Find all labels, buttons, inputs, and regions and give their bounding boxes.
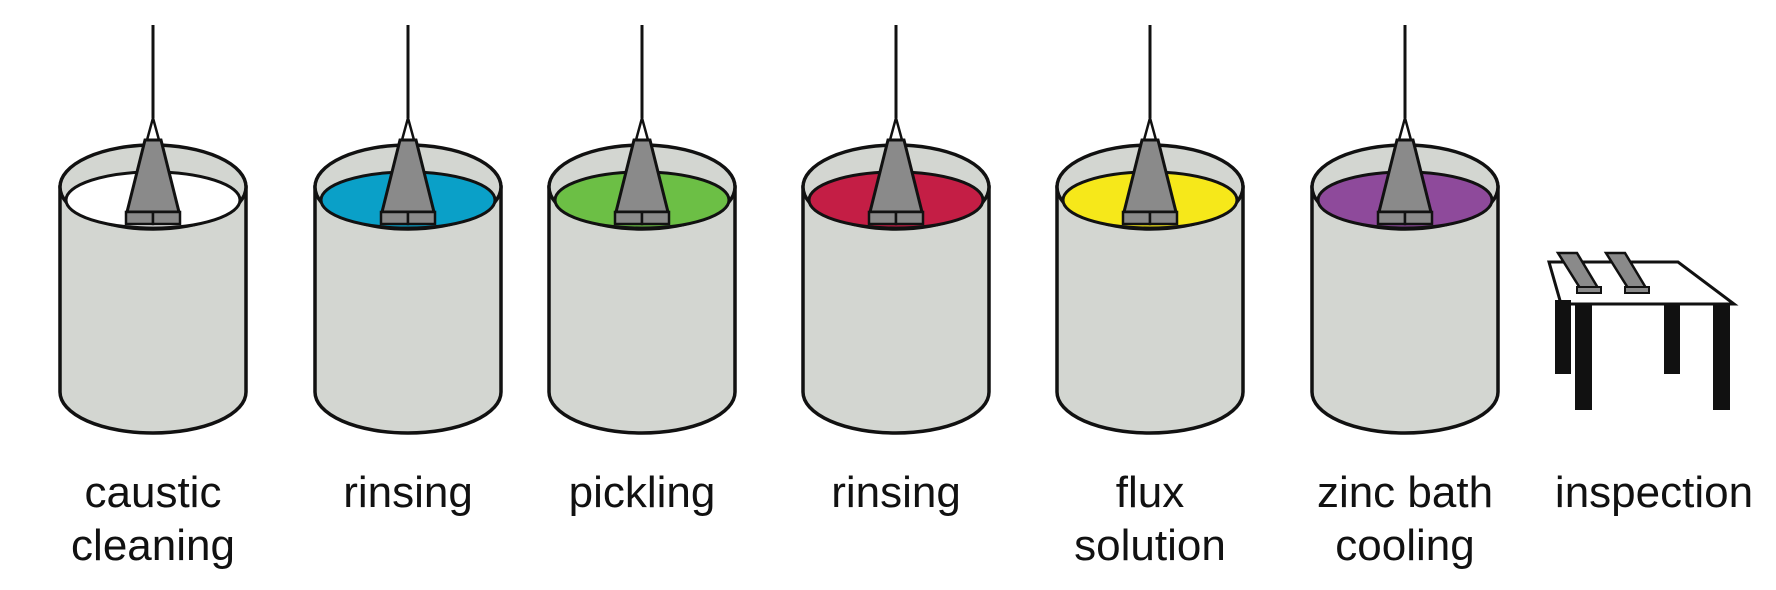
stage-label: rinsing [831, 468, 961, 517]
part-base [867, 210, 898, 226]
label-line: rinsing [343, 468, 473, 517]
hook [634, 113, 650, 142]
tank: rinsing [313, 25, 503, 517]
tank-body [1310, 185, 1500, 435]
tank-body [801, 185, 991, 435]
label-line: cleaning [71, 521, 235, 570]
table-leg [1555, 300, 1571, 374]
stage-label: rinsing [343, 468, 473, 517]
label-line: solution [1074, 521, 1226, 570]
tank-body [547, 185, 737, 435]
table-leg [1664, 304, 1680, 374]
label-line: caustic [85, 468, 222, 517]
tank-body [1055, 185, 1245, 435]
label-line: flux [1116, 468, 1184, 517]
part-base [1376, 210, 1407, 226]
part-base [640, 210, 671, 226]
inspected-part [1555, 251, 1602, 294]
hook [888, 113, 904, 142]
part-base [151, 210, 182, 226]
label-line: cooling [1335, 521, 1474, 570]
part-base [1121, 210, 1152, 226]
label-line: pickling [569, 468, 716, 517]
inspected-part [1603, 251, 1650, 294]
part-base [894, 210, 925, 226]
part-base [379, 210, 410, 226]
stage-label: inspection [1555, 468, 1753, 517]
tank-body [313, 185, 503, 435]
hook [1142, 113, 1158, 142]
inspection-table: inspection [1547, 251, 1753, 517]
part-base [613, 210, 644, 226]
hook [400, 113, 416, 142]
part-base [406, 210, 437, 226]
hook [145, 113, 161, 142]
part-base [124, 210, 155, 226]
part-base [1403, 210, 1434, 226]
tank: pickling [547, 25, 737, 517]
tank: rinsing [801, 25, 991, 517]
label-line: zinc bath [1317, 468, 1493, 517]
table-leg [1575, 304, 1592, 410]
label-line: rinsing [831, 468, 961, 517]
label-line: inspection [1555, 468, 1753, 517]
hook [1397, 113, 1413, 142]
part-base [1148, 210, 1179, 226]
table-leg [1713, 304, 1730, 410]
tank-body [58, 185, 248, 435]
stage-label: pickling [569, 468, 716, 517]
